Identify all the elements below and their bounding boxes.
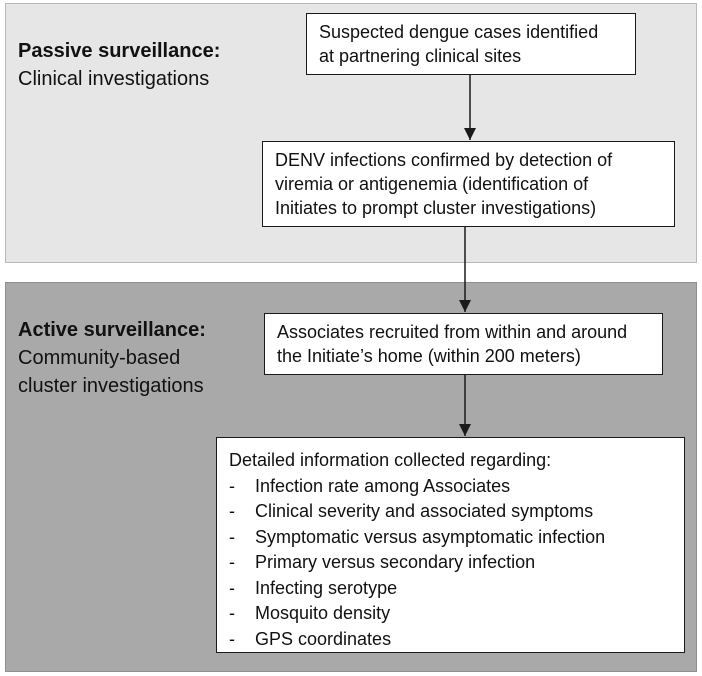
active-heading: Active surveillance: (18, 319, 206, 341)
associates-recruited-box: Associates recruited from within and aro… (264, 313, 663, 375)
confirmed-line-3: Initiates to prompt cluster investigatio… (275, 198, 597, 218)
passive-heading: Passive surveillance: (18, 40, 221, 62)
list-item: GPS coordinates (229, 627, 672, 653)
detailed-list: Infection rate among Associates Clinical… (229, 474, 672, 653)
suspected-line-1: Suspected dengue cases identified (319, 22, 599, 42)
active-surveillance-label: Active surveillance: Community-based clu… (18, 316, 206, 400)
detailed-information-box: Detailed information collected regarding… (216, 437, 685, 653)
confirmed-infections-box: DENV infections confirmed by detection o… (262, 141, 675, 227)
list-item: Mosquito density (229, 601, 672, 627)
detailed-title: Detailed information collected regarding… (229, 450, 552, 470)
list-item: Primary versus secondary infection (229, 550, 672, 576)
passive-surveillance-label: Passive surveillance: Clinical investiga… (18, 37, 220, 93)
list-item: Clinical severity and associated symptom… (229, 499, 672, 525)
passive-subheading: Clinical investigations (18, 68, 210, 90)
suspected-line-2: at partnering clinical sites (319, 46, 522, 66)
confirmed-line-2: viremia or antigenemia (identification o… (275, 174, 589, 194)
active-subheading-line2: cluster investigations (18, 375, 204, 397)
associates-line-2: the Initiate’s home (within 200 meters) (277, 346, 581, 366)
list-item: Infecting serotype (229, 576, 672, 602)
list-item: Infection rate among Associates (229, 474, 672, 500)
list-item: Symptomatic versus asymptomatic infectio… (229, 525, 672, 551)
active-subheading-line1: Community-based (18, 347, 181, 369)
confirmed-line-1: DENV infections confirmed by detection o… (275, 150, 613, 170)
associates-line-1: Associates recruited from within and aro… (277, 322, 628, 342)
suspected-cases-box: Suspected dengue cases identified at par… (306, 13, 636, 75)
